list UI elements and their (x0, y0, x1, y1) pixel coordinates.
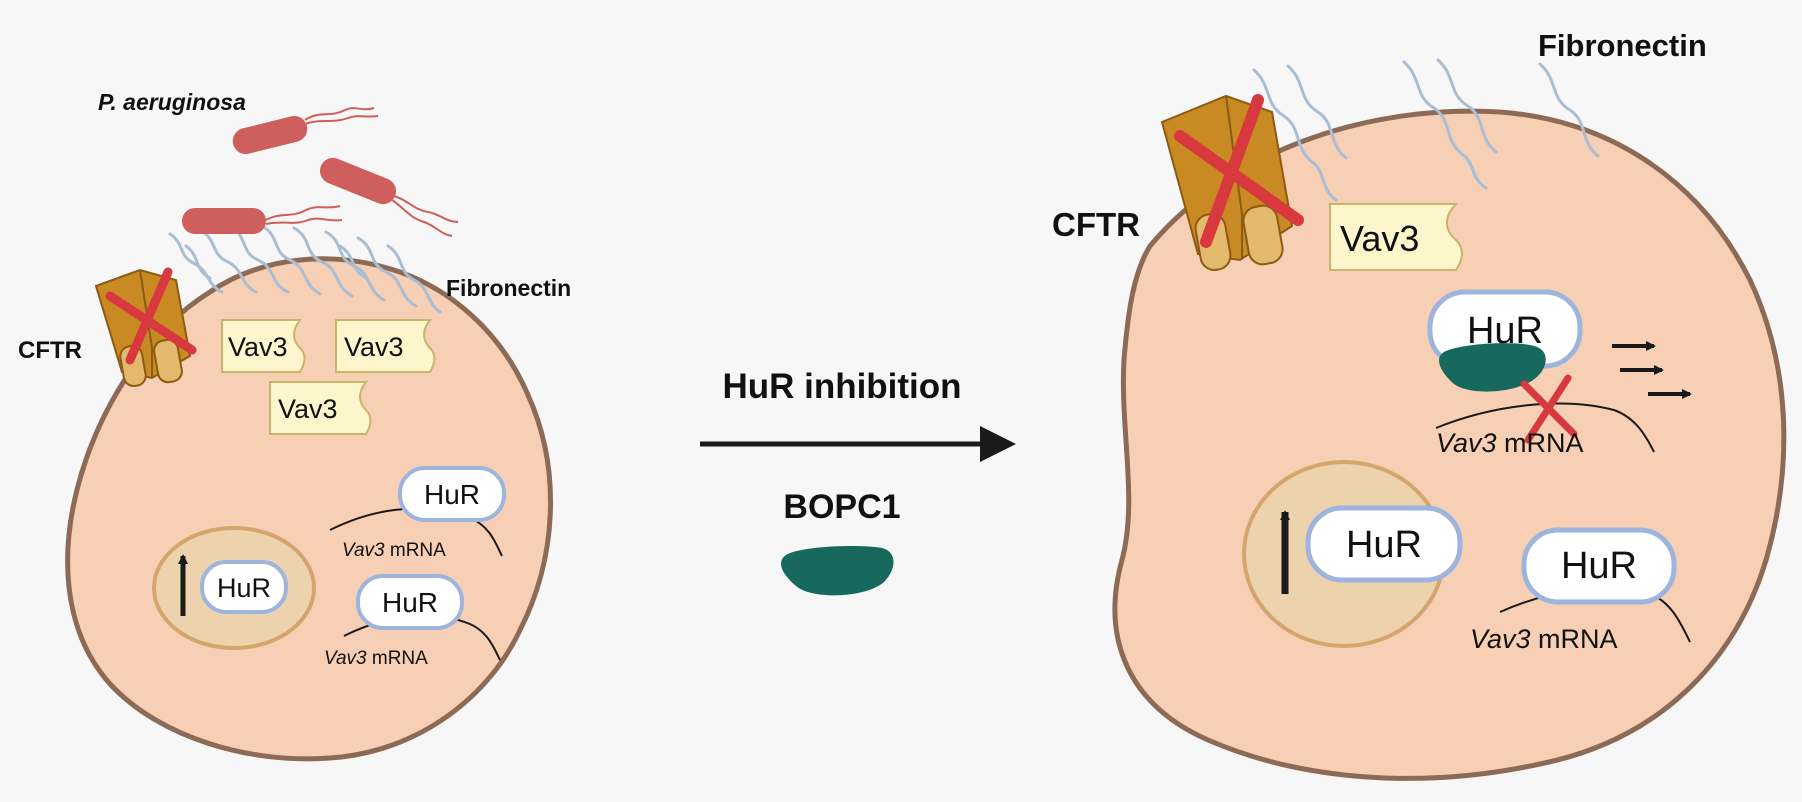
left-bacteria (182, 107, 459, 237)
right-nucleus: HuR (1242, 460, 1463, 648)
bopc1-molecule-icon (781, 546, 894, 596)
left-cftr-channel (94, 267, 197, 388)
vav3-label: Vav3 (278, 394, 338, 424)
bopc1-bound-icon (1439, 343, 1546, 392)
left-panel: P. aeruginosa Fibronectin CFTR Vav3 Vav3… (18, 89, 571, 762)
bacterium (232, 107, 379, 155)
right-fibronectin (1252, 58, 1600, 202)
hur-mrna-complex: HuR Vav3 mRNA (1470, 527, 1691, 654)
treatment-step: HuR inhibition BOPC1 (700, 367, 1016, 596)
hur-label: HuR (424, 479, 480, 510)
vav3-protein: Vav3 (269, 381, 372, 435)
right-cftr-cross-icon (1174, 94, 1304, 248)
left-cftr-label: CFTR (18, 337, 82, 364)
right-panel: Fibronectin CFTR Vav3 HuR (1052, 28, 1787, 781)
vav3-label: Vav3 (228, 332, 288, 362)
right-cftr-label: CFTR (1052, 206, 1140, 243)
hur-mrna-complex: HuR Vav3 mRNA (324, 574, 501, 669)
nuclear-hur-label: HuR (1346, 524, 1422, 566)
left-nucleus: HuR (152, 526, 316, 650)
vav3-protein: Vav3 (1329, 203, 1463, 271)
bacterium (319, 157, 459, 237)
right-fibronectin-label: Fibronectin (1538, 28, 1707, 63)
hur-label: HuR (382, 587, 438, 618)
mrna-label: Vav3 mRNA (342, 540, 446, 561)
vav3-label: Vav3 (1340, 218, 1419, 259)
vav3-protein: Vav3 (221, 319, 306, 373)
mrna-label: Vav3 mRNA (1436, 428, 1584, 458)
left-cftr-cross-icon (105, 267, 197, 365)
bacterium (182, 205, 343, 234)
vav3-protein: Vav3 (335, 319, 436, 373)
blocked-hur-complex: HuR Vav3 mRNA (1427, 289, 1655, 458)
export-arrows (1612, 341, 1692, 399)
mrna-blocked-cross-icon (1520, 374, 1578, 444)
vav3-label: Vav3 (344, 332, 404, 362)
mrna-label: Vav3 mRNA (324, 648, 428, 669)
bacteria-label: P. aeruginosa (98, 89, 246, 115)
inhibitor-label: BOPC1 (783, 488, 900, 526)
treatment-label: HuR inhibition (722, 367, 961, 406)
left-fibronectin-label: Fibronectin (446, 275, 571, 301)
hur-mrna-complex: HuR Vav3 mRNA (329, 466, 506, 561)
mrna-label: Vav3 mRNA (1470, 624, 1618, 654)
nuclear-hur-label: HuR (217, 573, 271, 603)
arrow-head-icon (980, 426, 1016, 462)
hur-label: HuR (1561, 545, 1637, 587)
left-fibronectin (168, 224, 442, 314)
right-cftr-channel (1160, 94, 1304, 271)
